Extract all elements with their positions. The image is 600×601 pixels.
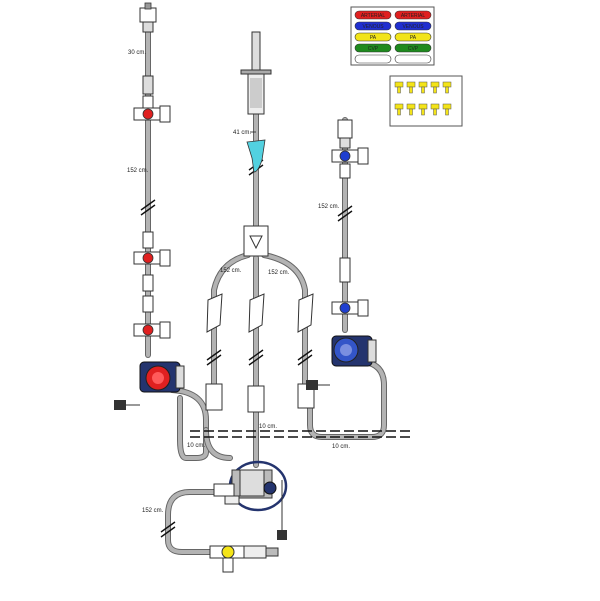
label-len-152-bottom: 152 cm. — [142, 508, 164, 514]
left-top-connector — [139, 2, 157, 33]
yellow-cap-icon — [394, 81, 404, 94]
legend-label-cvp-a: CVP — [368, 46, 379, 52]
label-len-10-right: 10 cm. — [332, 444, 350, 450]
legend-label-arterial-a: ARTERIAL — [361, 13, 386, 19]
center-syringe — [240, 31, 272, 115]
tubing — [145, 25, 387, 555]
blue-stopcock-low — [331, 299, 369, 317]
caps-row-1 — [394, 81, 452, 94]
dashed-lines — [190, 430, 410, 438]
yellow-cap-icon — [430, 81, 440, 94]
center-transducer — [213, 460, 288, 540]
legend-label-pa-a: PA — [370, 35, 377, 41]
branch-clamps — [206, 293, 314, 333]
legend-label-venous-a: VENOUS — [362, 24, 384, 30]
center-splitter — [243, 225, 269, 257]
branch-connectors — [205, 383, 315, 413]
length-labels: 30 cm. 41 cm. 152 cm. 152 cm. 152 cm. 15… — [127, 50, 350, 514]
label-len-152-right: 152 cm. — [318, 204, 340, 210]
label-len-30: 30 cm. — [128, 50, 146, 56]
color-legend: ARTERIAL ARTERIAL VENOUS VENOUS PA PA CV… — [350, 6, 435, 66]
right-top-connector — [337, 119, 353, 149]
cyan-clamp — [246, 139, 266, 173]
legend-label-arterial-b: ARTERIAL — [401, 13, 426, 19]
label-len-152-ca: 152 cm. — [220, 268, 242, 274]
legend-label-cvp-b: CVP — [408, 46, 419, 52]
bottom-loop-tube — [165, 489, 225, 555]
transducer-blue — [306, 335, 377, 390]
legend-row-3: CVP CVP — [354, 43, 432, 53]
yellow-cap-icon — [406, 81, 416, 94]
red-stopcock-low — [133, 321, 171, 339]
transducer-red — [114, 361, 185, 410]
yellow-cap-icon — [442, 81, 452, 94]
right-loop-tube — [307, 359, 387, 440]
label-len-10-left: 10 cm. — [187, 443, 205, 449]
stopcock-cap-panel — [389, 75, 463, 127]
yellow-cap-icon — [394, 103, 404, 116]
yellow-cap-icon — [418, 81, 428, 94]
blue-stopcock-top — [331, 147, 369, 179]
red-stopcock-mid — [133, 231, 171, 313]
yellow-cap-icon — [442, 103, 452, 116]
right-mid-connector — [339, 257, 351, 283]
legend-row-2: PA PA — [354, 32, 432, 42]
label-len-10-center: 10 cm. — [259, 424, 277, 430]
legend-row-4 — [354, 54, 432, 64]
legend-label-venous-b: VENOUS — [402, 24, 424, 30]
yellow-cap-icon — [406, 103, 416, 116]
legend-row-1: VENOUS VENOUS — [354, 21, 432, 31]
label-len-41: 41 cm. — [233, 130, 251, 136]
yellow-cap-icon — [418, 103, 428, 116]
left-lower-connector — [142, 75, 154, 95]
legend-label-pa-b: PA — [410, 35, 417, 41]
caps-row-2 — [394, 103, 452, 116]
legend-row-0: ARTERIAL ARTERIAL — [354, 10, 432, 20]
yellow-stopcock — [209, 545, 279, 573]
label-len-152-left: 152 cm. — [127, 168, 149, 174]
yellow-cap-icon — [430, 103, 440, 116]
label-len-152-cb: 152 cm. — [268, 270, 290, 276]
red-stopcock-top — [133, 95, 171, 123]
